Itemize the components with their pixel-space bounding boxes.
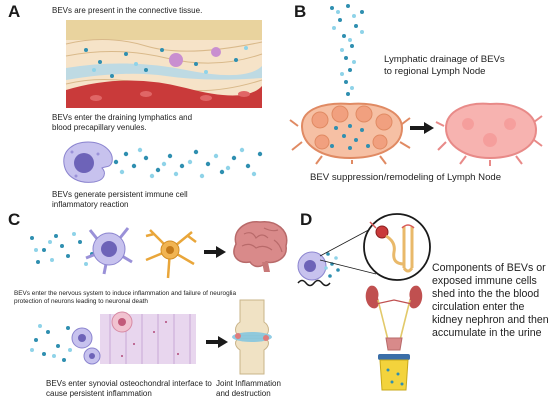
connective-tissue-illustration bbox=[65, 20, 263, 108]
panel-c-letter: C bbox=[8, 210, 21, 229]
blood-vessel-wavy-line bbox=[297, 279, 331, 287]
immune-cell-icon bbox=[85, 227, 133, 275]
panel-a-caption-connective: BEVs are present in the connective tissu… bbox=[52, 6, 203, 15]
panel-d-letter: D bbox=[300, 210, 313, 229]
arrow-right-icon bbox=[206, 336, 228, 348]
panel-c-caption-joint-line1: Joint Inflammation bbox=[216, 379, 281, 388]
panel-a-caption-immune-line2: inflammatory reaction bbox=[52, 200, 129, 209]
panel-c-caption-nervous: BEVs enter the nervous system to induce … bbox=[14, 290, 236, 306]
bev-stream-illustration bbox=[113, 147, 263, 179]
lymphatic-bev-flow-illustration bbox=[330, 4, 364, 96]
panel-d-caption-line2: exposed immune cells bbox=[432, 275, 537, 287]
panel-a-caption-lymphatics: BEVs enter the draining lymphatics and b… bbox=[52, 113, 192, 133]
panel-b-letter: B bbox=[294, 2, 307, 21]
panel-d-caption-line1: Components of BEVs or bbox=[432, 262, 546, 274]
arrow-right-icon bbox=[204, 246, 226, 258]
urine-cup-icon bbox=[378, 354, 410, 391]
immune-cell-icon bbox=[297, 251, 340, 281]
panel-d-caption-line5: kidney nephron and then bbox=[432, 314, 549, 326]
panel-c-caption-nervous-line2: protection of neurons leading to neurona… bbox=[14, 298, 148, 305]
panel-a-caption-lymphatics-line1: BEVs enter the draining lymphatics and bbox=[52, 113, 193, 122]
panel-d-caption: Components of BEVs or exposed immune cel… bbox=[432, 262, 549, 340]
panel-d-caption-line4: circulation enter the bbox=[432, 301, 525, 313]
arrow-right-icon bbox=[410, 122, 434, 134]
panel-c-caption-nervous-line1: BEVs enter the nervous system to induce … bbox=[14, 290, 237, 297]
neuron-icon bbox=[145, 229, 197, 279]
synovial-interface-illustration bbox=[30, 311, 196, 365]
panel-d-caption-line3: shed into the the blood bbox=[432, 288, 540, 300]
panel-c-caption-synovial-line2: cause persistent inflammation bbox=[46, 389, 152, 398]
immune-cell-icon bbox=[63, 141, 113, 183]
panel-a-caption-lymphatics-line2: blood precapillary venules. bbox=[52, 123, 147, 132]
panel-b-caption-drainage-line2: to regional Lymph Node bbox=[384, 65, 486, 77]
kidney-icon bbox=[365, 285, 423, 351]
panel-b-caption-drainage: Lymphatic drainage of BEVs to regional L… bbox=[384, 54, 505, 77]
panel-b-caption-suppression: BEV suppression/remodeling of Lymph Node bbox=[310, 172, 502, 183]
knee-joint-icon bbox=[232, 299, 272, 375]
panel-a-letter: A bbox=[8, 2, 21, 21]
brain-icon bbox=[233, 221, 288, 272]
panel-c-caption-synovial: BEVs enter synovial osteochondral interf… bbox=[46, 379, 212, 399]
panel-c-caption-joint-line2: and destruction bbox=[216, 389, 271, 398]
panel-a-caption-immune: BEVs generate persistent immune cell inf… bbox=[52, 190, 188, 210]
panel-b-caption-drainage-line1: Lymphatic drainage of BEVs bbox=[384, 54, 505, 65]
panel-a-caption-immune-line1: BEVs generate persistent immune cell bbox=[52, 190, 188, 199]
nephron-zoom-icon bbox=[363, 213, 431, 281]
panel-d-caption-line6: accumulate in the urine bbox=[432, 327, 542, 339]
panel-c-caption-synovial-line1: BEVs enter synovial osteochondral interf… bbox=[46, 379, 212, 388]
remodeled-lymph-node-icon bbox=[435, 102, 543, 166]
panel-c-caption-joint: Joint Inflammation and destruction bbox=[216, 379, 281, 399]
lymph-node-icon bbox=[289, 102, 411, 165]
